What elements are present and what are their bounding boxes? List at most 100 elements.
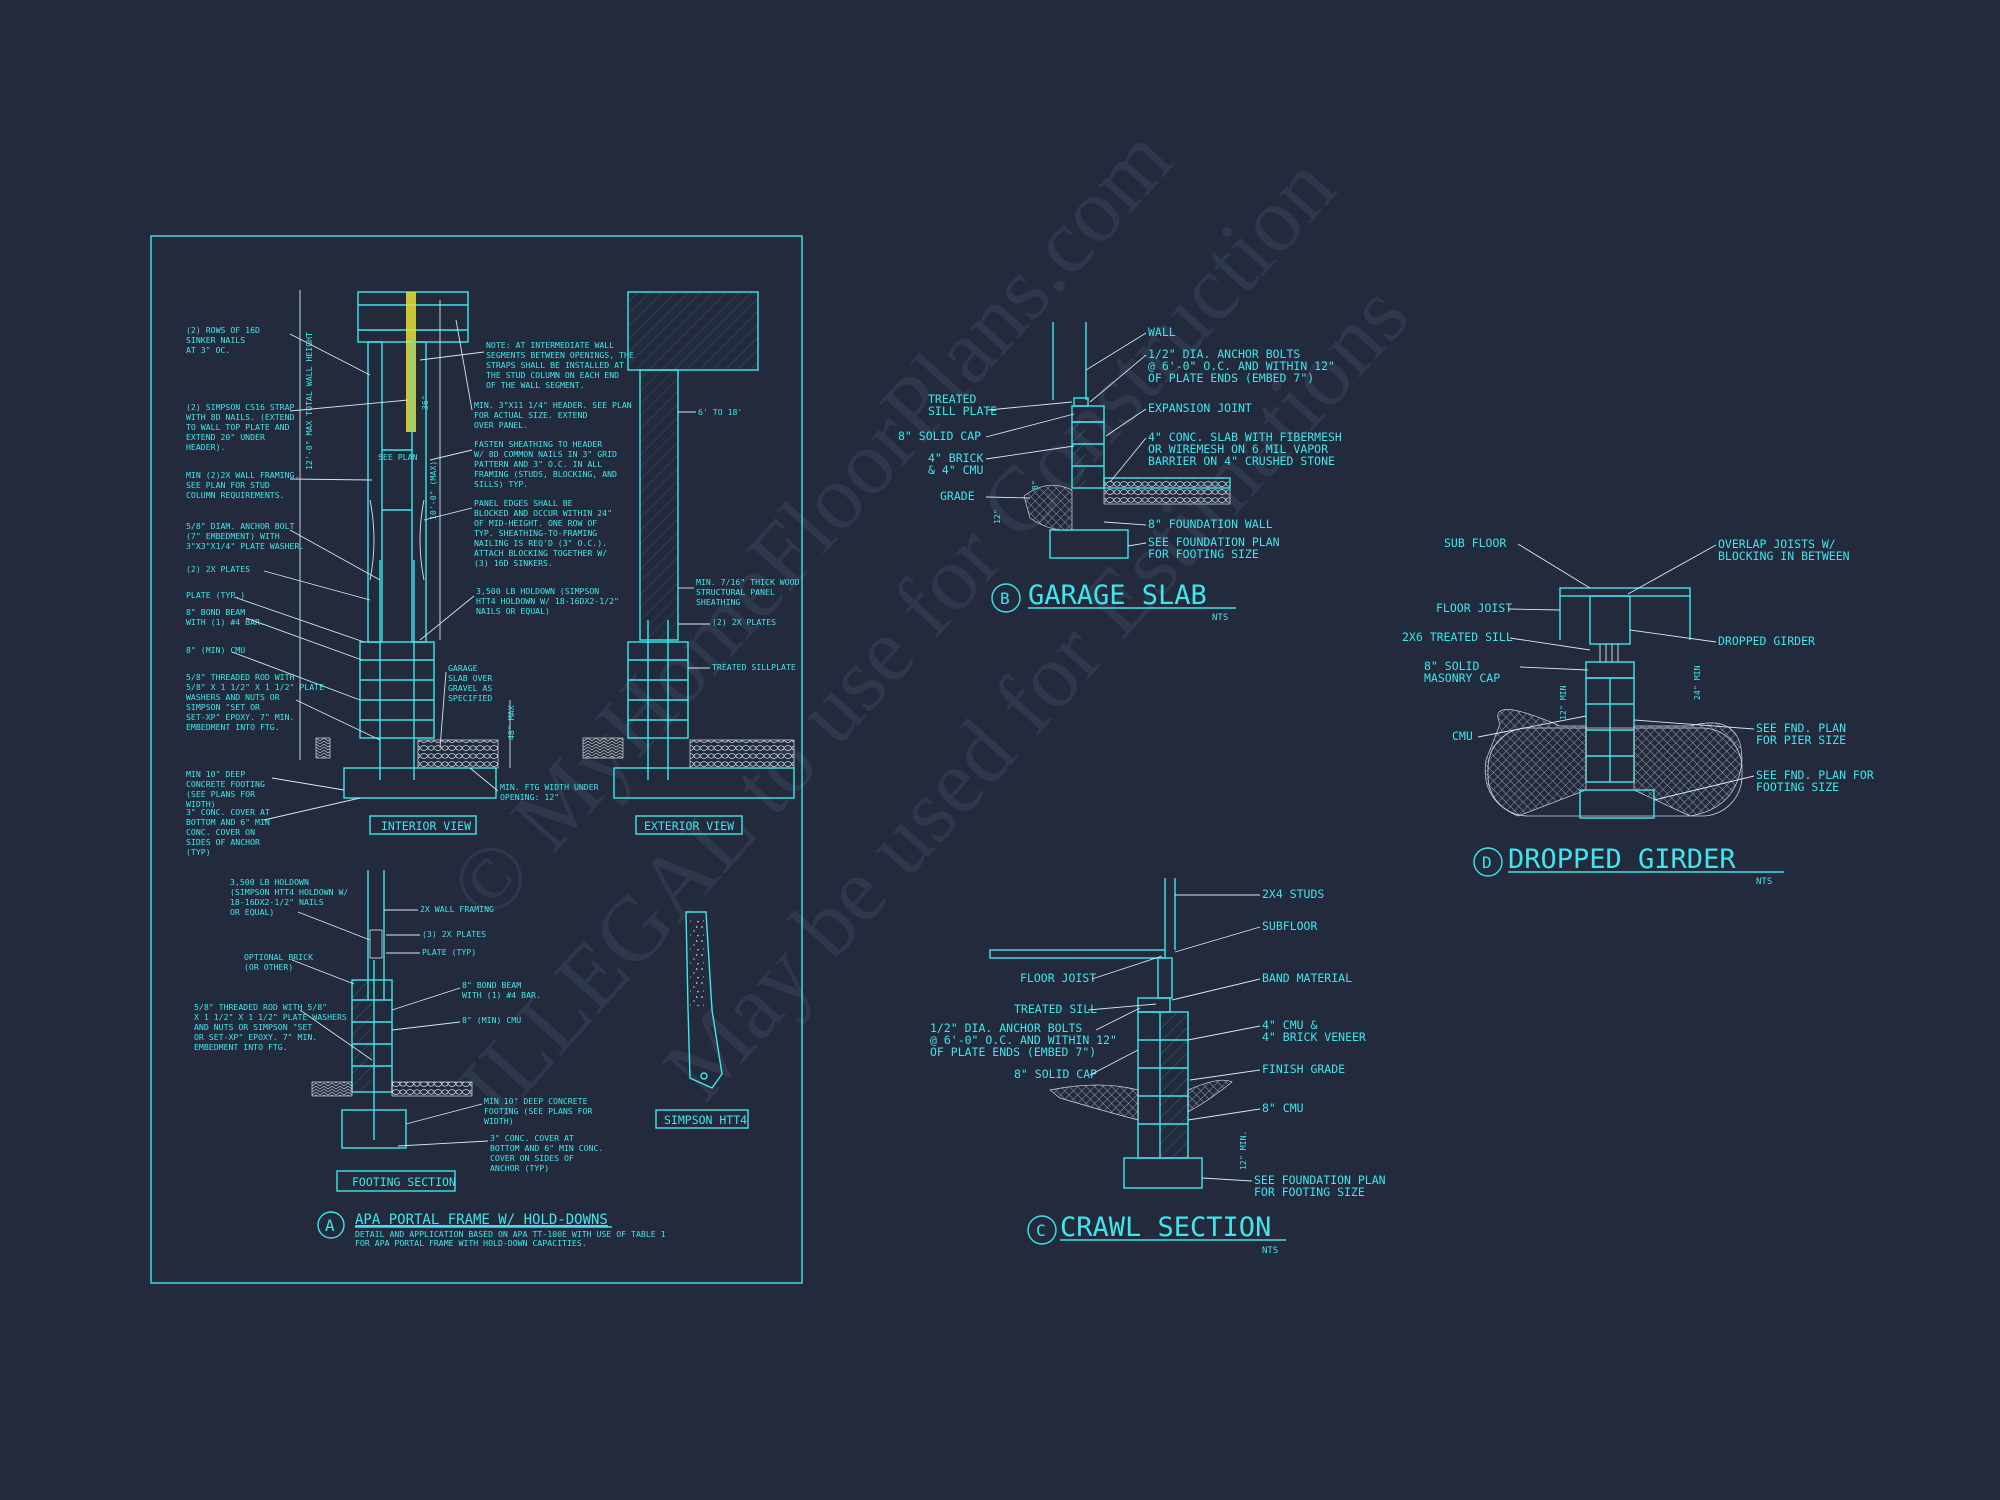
d-right-label: FOOTING SIZE	[1756, 780, 1839, 794]
b-right-label: WALL	[1148, 325, 1176, 339]
leader-line	[263, 797, 361, 821]
a-foot-label: x 1 1/2" x 1 1/2" PLATE WASHERS	[194, 1012, 347, 1022]
a-foot-label: OR EQUAL)	[230, 907, 274, 917]
leader-line	[1174, 926, 1261, 953]
a-mid-label: GARAGE	[448, 663, 478, 673]
d-left-label: CMU	[1452, 729, 1473, 743]
b-left-label: SILL PLATE	[928, 404, 997, 418]
leader-line	[1189, 1069, 1261, 1081]
b-right-label: FOR FOOTING SIZE	[1148, 547, 1259, 561]
a-left-label: EMBEDMENT INTO FTG.	[186, 722, 280, 732]
a-left-label: WITH (1) #4 BAR.	[186, 617, 265, 627]
b-left-label: & 4" CMU	[928, 463, 983, 477]
a-left-label: CONCRETE FOOTING	[186, 779, 265, 789]
leader-line	[391, 987, 461, 1011]
simpson-htt4-drawing	[685, 911, 723, 1089]
watermark-line2: ILLEGAL to use for Construction	[439, 136, 1354, 1136]
c-right-label: FINISH GRADE	[1262, 1062, 1345, 1076]
c-left-label: @ 6'-0" O.C. AND WITHIN 12"	[930, 1033, 1117, 1047]
a-ext-label: SHEATHING	[696, 597, 740, 607]
detail-a-marker	[317, 1211, 345, 1239]
a-mid-label: NAILING IS REQ'D (3" O.C.).	[474, 538, 607, 548]
a-mid-label: SPECIFIED	[448, 693, 492, 703]
a-foot-label: OR SET-XP" EPOXY. 7" MIN.	[194, 1032, 317, 1042]
a-left-label: 8" (MIN) CMU	[186, 645, 245, 655]
d-right-label: SEE FND. PLAN	[1756, 721, 1846, 735]
leader-line	[245, 617, 363, 661]
detail-b-dim-8: 8"	[1030, 480, 1040, 490]
exterior-view-drawing	[582, 291, 795, 799]
leader-line	[1085, 332, 1147, 371]
c-right-label: SUBFLOOR	[1262, 919, 1317, 933]
watermark-line3: May be used for Estimations	[644, 264, 1428, 1118]
footing-section-label: FOOTING SECTION	[352, 1175, 456, 1189]
b-left-label: TREATED	[928, 392, 977, 406]
d-left-label: 8" SOLID	[1424, 659, 1479, 673]
a-mid-label: FASTEN SHEATHING TO HEADER	[474, 439, 602, 449]
a-left-label: 5/8" x 1 1/2" x 1 1/2" PLATE	[186, 682, 324, 692]
leader-line	[1507, 608, 1561, 611]
leader-line	[397, 1140, 489, 1147]
c-right-label: FOR FOOTING SIZE	[1254, 1185, 1365, 1199]
a-left-label: SEE PLAN FOR STUD	[186, 480, 270, 490]
a-left-label: WIDTH)	[186, 799, 216, 809]
detail-c-dim-12min: 12" MIN.	[1238, 1131, 1248, 1170]
a-left-label: AT 3" OC.	[186, 345, 230, 355]
footing-section-labels: 3,500 LB HOLDOWN(SIMPSON HTT4 HOLDOWN W/…	[194, 877, 603, 1173]
leader-line	[297, 911, 371, 941]
a-left-label: (TYP)	[186, 847, 211, 857]
a-foot-label: FOOTING (SEE PLANS FOR	[484, 1106, 593, 1116]
leader-line	[231, 651, 361, 701]
leader-line	[1171, 978, 1261, 1001]
leader-line	[1109, 437, 1147, 483]
a-left-label: 8" BOND BEAM	[186, 607, 245, 617]
b-right-label: @ 6'-0" O.C. AND WITHIN 12"	[1148, 359, 1335, 373]
a-mid-label: HTT4 HOLDOWN W/ 18-16dx2-1/2"	[476, 596, 619, 606]
leader-line	[1089, 354, 1147, 403]
leader-line	[439, 671, 447, 749]
leader-line	[423, 507, 473, 521]
a-left-label: SET-XP" EPOXY. 7" MIN.	[186, 712, 294, 722]
detail-c-marker	[1027, 1215, 1057, 1245]
a-foot-label: 8" (MIN) CMU	[462, 1015, 521, 1025]
a-left-label: WITH 8d NAILS. (EXTEND	[186, 412, 295, 422]
leader-line	[1087, 1003, 1157, 1011]
a-mid-label: MIN. 3"x11 1/4" HEADER. SEE PLAN	[474, 400, 632, 410]
leader-line	[1201, 1177, 1253, 1182]
leader-line	[289, 333, 371, 376]
a-mid-label: OPENING: 12"	[500, 792, 559, 802]
b-right-label: 8" FOUNDATION WALL	[1148, 517, 1273, 531]
a-foot-label: WITH (1) #4 BAR.	[462, 990, 541, 1000]
a-mid-label: PATTERN AND 3" O.C. IN ALL	[474, 459, 602, 469]
dim-total-wall-height: 12'-0" MAX TOTAL WALL HEIGHT	[304, 332, 314, 470]
leader-line	[405, 1103, 483, 1125]
a-foot-label: ANCHOR (TYP)	[490, 1163, 549, 1173]
a-foot-label: 18-16dx2-1/2" NAILS	[230, 897, 324, 907]
a-mid-label: PANEL EDGES SHALL BE	[474, 498, 573, 508]
leader-line	[1653, 775, 1755, 801]
detail-d-title: DROPPED GIRDER	[1508, 844, 1736, 875]
a-mid-label: GRAVEL AS	[448, 683, 492, 693]
a-mid-label: THE STUD COLUMN ON EACH END	[486, 370, 619, 380]
leader-line	[291, 959, 355, 985]
exterior-view-label: EXTERIOR VIEW	[644, 819, 734, 833]
a-foot-label: 2X WALL FRAMING	[420, 904, 494, 914]
leader-line	[1127, 542, 1147, 547]
detail-a-border	[150, 235, 803, 1284]
d-right-label: BLOCKING IN BETWEEN	[1718, 549, 1850, 563]
cs16-strap-highlight	[406, 292, 416, 432]
a-mid-label: ATTACH BLOCKING TOGETHER W/	[474, 548, 607, 558]
interior-view-drawing: 12'-0" MAX TOTAL WALL HEIGHT 10'-0" (MAX…	[299, 290, 516, 799]
detail-d-letter: D	[1482, 853, 1492, 872]
b-left-label: 4" BRICK	[928, 451, 983, 465]
a-mid-label: TYP. SHEATHING-TO-FRAMING	[474, 528, 597, 538]
a-foot-label: PLATE (TYP)	[422, 947, 476, 957]
leader-line	[1477, 715, 1587, 738]
leader-line	[1187, 1025, 1261, 1041]
simpson-htt4-label: SIMPSON HTT4	[664, 1113, 747, 1127]
a-mid-label: SLAB OVER	[448, 673, 492, 683]
